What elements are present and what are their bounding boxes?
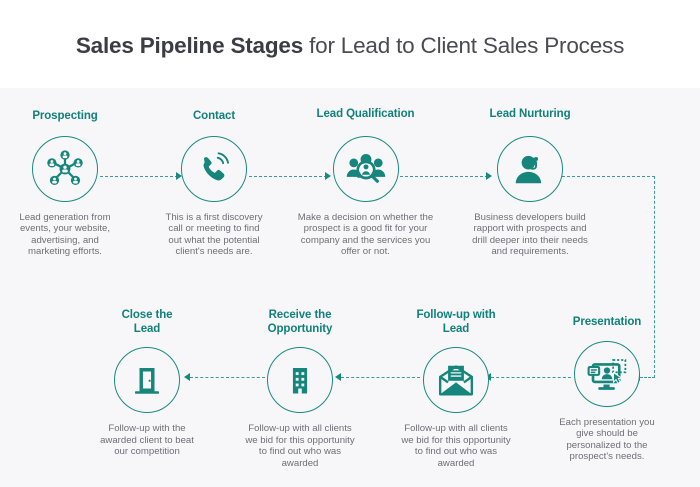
stage-close-the-lead[interactable]: Close the Lead Follow-up with the awarde…	[88, 309, 206, 458]
door-icon	[129, 362, 165, 398]
stage-presentation[interactable]: Presentation	[548, 316, 666, 463]
monitor-presentation-icon	[586, 353, 628, 395]
stage-desc-prospecting: Lead generation from events, your websit…	[19, 211, 111, 258]
stage-title-prospecting: Prospecting	[32, 110, 98, 122]
stage-icon-circle-contact[interactable]	[181, 135, 247, 202]
stage-desc-receive-the-opportunity: Follow-up with all clients we bid for th…	[245, 423, 355, 469]
page-title-strong: Sales Pipeline Stages	[75, 33, 304, 58]
page-title: Sales Pipeline Stages for Lead to Client…	[0, 33, 700, 59]
stage-title-close-the-lead: Close the Lead	[121, 309, 173, 335]
stage-lead-nurturing[interactable]: Lead Nurturing	[465, 108, 595, 258]
stage-icon-circle-close-the-lead[interactable]	[114, 347, 180, 413]
office-building-icon	[283, 363, 317, 397]
stage-follow-up-with-lead[interactable]: Follow-up with Lead	[395, 309, 517, 469]
stage-desc-follow-up-with-lead: Follow-up with all clients we bid for th…	[401, 423, 511, 469]
stage-icon-circle-follow-up-with-lead[interactable]	[423, 347, 489, 413]
stage-icon-circle-presentation[interactable]	[574, 340, 640, 407]
stage-desc-presentation: Each presentation you give should be per…	[559, 416, 655, 463]
people-magnifier-icon	[345, 148, 387, 190]
stage-desc-lead-nurturing: Business developers build rapport with p…	[472, 211, 588, 258]
stage-prospecting[interactable]: Prospecting	[5, 110, 125, 258]
network-people-icon	[44, 148, 86, 190]
stage-receive-the-opportunity[interactable]: Receive the Opportunity Follow-up	[240, 309, 360, 469]
page-title-rest: for Lead to Client Sales Process	[303, 33, 625, 58]
stage-title-contact: Contact	[192, 110, 236, 122]
stage-lead-qualification[interactable]: Lead Qualification	[293, 108, 438, 258]
headset-person-icon	[511, 150, 549, 188]
stage-desc-close-the-lead: Follow-up with the awarded client to bea…	[100, 423, 194, 458]
stage-icon-circle-prospecting[interactable]	[32, 135, 98, 202]
stage-icon-circle-lead-qualification[interactable]	[332, 135, 399, 202]
stage-desc-contact: This is a first discovery call or meetin…	[165, 211, 263, 258]
phone-ringing-icon	[194, 149, 234, 189]
stage-title-follow-up-with-lead: Follow-up with Lead	[416, 309, 496, 335]
stage-title-lead-qualification: Lead Qualification	[316, 108, 415, 120]
open-envelope-icon	[437, 361, 475, 399]
stage-title-presentation: Presentation	[572, 316, 642, 328]
stage-desc-lead-qualification: Make a decision on whether the prospect …	[297, 211, 434, 258]
stage-title-receive-the-opportunity: Receive the Opportunity	[267, 309, 333, 335]
stage-icon-circle-lead-nurturing[interactable]	[497, 135, 563, 202]
stage-title-lead-nurturing: Lead Nurturing	[489, 108, 571, 120]
stage-icon-circle-receive-the-opportunity[interactable]	[267, 347, 333, 413]
stage-contact[interactable]: Contact This is a first discovery call o…	[155, 110, 273, 258]
